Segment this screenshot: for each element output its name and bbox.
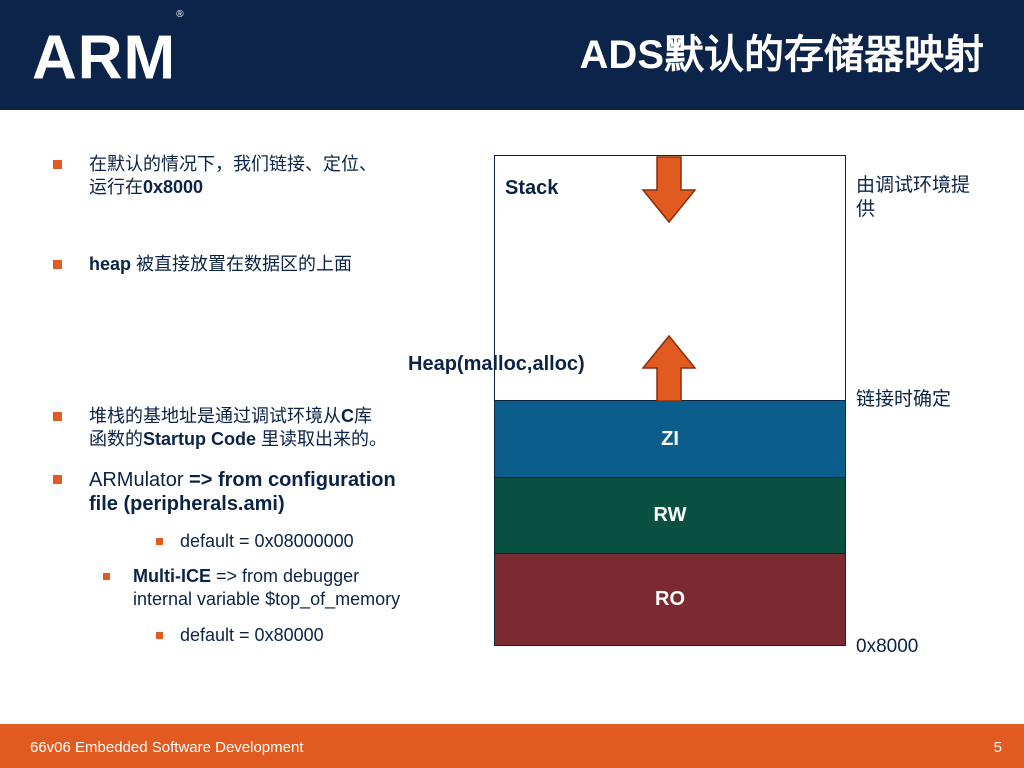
sub-bullet-armulator-default: default = 0x08000000: [156, 530, 354, 553]
footer-bar: 66v06 Embedded Software Development 5: [0, 724, 1024, 768]
stack-grows-down-arrow: [641, 156, 697, 224]
bullet-armulator: ARMulator => from configuration file (pe…: [53, 468, 396, 516]
bullet-default-link-address: 在默认的情况下，我们链接、定位、 运行在0x8000: [53, 153, 377, 199]
bullet-marker: [103, 573, 110, 580]
region-ro: RO: [494, 553, 846, 646]
bullet-marker: [53, 412, 62, 421]
heap-arrow-shape: [641, 334, 697, 402]
bullet-marker: [53, 260, 62, 269]
page-number: 5: [993, 739, 1002, 756]
bullet-heap-placement: heap 被直接放置在数据区的上面: [53, 253, 352, 276]
bullet-marker: [156, 538, 163, 545]
bullet-multi-ice: Multi-ICE => from debugger internal vari…: [103, 565, 400, 611]
bullet-marker: [156, 632, 163, 639]
region-rw: RW: [494, 477, 846, 554]
stack-label: Stack: [505, 177, 559, 199]
bullet-marker: [53, 475, 62, 484]
heap-grows-up-arrow: [641, 334, 697, 402]
header-bar: ARM® ADS默认的存储器映射: [0, 0, 1024, 110]
arm-logo: ARM®: [32, 9, 185, 93]
annotation-debugger-provided: 由调试环境提 供: [856, 175, 971, 220]
annotation-link-time: 链接时确定: [856, 389, 952, 410]
slide-title: ADS默认的存储器映射: [579, 33, 984, 77]
annotation-base-address: 0x8000: [856, 636, 919, 657]
heap-label: Heap(malloc,alloc): [408, 353, 585, 375]
bullet-stack-base: 堆栈的基地址是通过调试环境从C库 函数的Startup Code 里读取出来的。: [53, 405, 387, 451]
sub-bullet-multi-ice-default: default = 0x80000: [156, 624, 324, 647]
footer-course: 66v06 Embedded Software Development: [30, 739, 304, 756]
stack-arrow-shape: [641, 156, 697, 224]
region-zi: ZI: [494, 400, 846, 478]
bullet-marker: [53, 160, 62, 169]
